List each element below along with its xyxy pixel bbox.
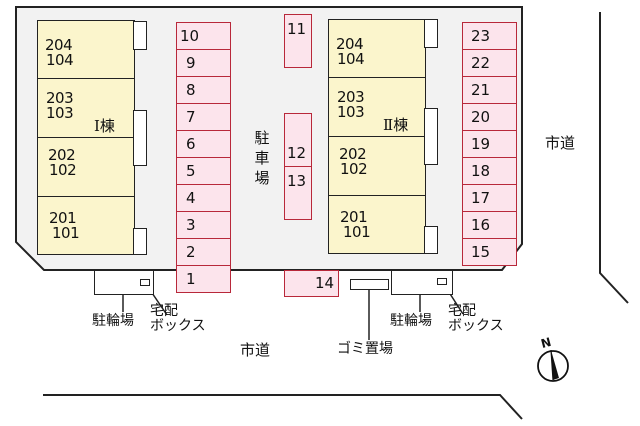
- parking-lot: 10: [176, 22, 231, 50]
- unit-upper-number: 204: [336, 35, 364, 53]
- parking-lot: 15: [462, 238, 517, 266]
- south-road-label: 市道: [240, 341, 271, 359]
- garbage-station: [350, 279, 389, 290]
- lot-number: 17: [471, 189, 491, 207]
- parking-lot: 7: [176, 103, 231, 131]
- parking-lot: 19: [462, 130, 517, 158]
- bicycle-parking-2-label: 駐輪場: [390, 313, 432, 329]
- unit-lower-number: 103: [337, 103, 365, 121]
- parking-lot: 6: [176, 130, 231, 158]
- unit-204-104: 204 104: [37, 20, 135, 80]
- lot-number: 23: [471, 27, 491, 45]
- lot-number: 3: [186, 216, 196, 234]
- parking-lot: 22: [462, 49, 517, 77]
- parking-area-label: 駐 車 場: [254, 129, 270, 187]
- lot-number: 13: [287, 172, 307, 190]
- balcony-tab: [133, 21, 147, 50]
- lot-number: 18: [471, 162, 491, 180]
- lot-number: 11: [287, 20, 307, 38]
- lot-number: 4: [186, 189, 196, 207]
- lot-number: 7: [186, 108, 196, 126]
- unit-upper-number: 204: [45, 36, 73, 54]
- parking-lot: 16: [462, 211, 517, 239]
- parking-lot-14: 14: [284, 270, 339, 297]
- delivery-box-1-label: 宅配 ボックス: [150, 303, 206, 334]
- lot-number: 22: [471, 54, 491, 72]
- parking-lot: 3: [176, 211, 231, 239]
- lot-number: 10: [180, 27, 200, 45]
- balcony-tab: [424, 108, 438, 165]
- building-1-label: Ⅰ棟: [94, 117, 115, 135]
- unit-202-102: 202 102: [37, 137, 135, 198]
- lot-number: 15: [471, 243, 491, 261]
- parking-lot: 17: [462, 184, 517, 212]
- garbage-station-label: ゴミ置場: [337, 341, 393, 357]
- delivery-box-2-label: 宅配 ボックス: [448, 303, 504, 334]
- unit-upper-number: 203: [337, 88, 365, 106]
- unit-lower-number: 101: [343, 223, 371, 241]
- parking-lot: 9: [176, 49, 231, 77]
- lot-number: 19: [471, 135, 491, 153]
- north-arrow-icon: [537, 349, 569, 382]
- unit-upper-number: 201: [49, 209, 77, 227]
- lot-number: 8: [186, 81, 196, 99]
- lot-number: 20: [471, 108, 491, 126]
- lot-number: 9: [186, 54, 196, 72]
- balcony-tab: [424, 19, 438, 48]
- bicycle-parking-1-label: 駐輪場: [92, 313, 134, 329]
- delivery-box-2: [437, 278, 447, 285]
- lot-number: 2: [186, 243, 196, 261]
- east-road-label: 市道: [545, 134, 576, 152]
- unit-upper-number: 202: [48, 146, 76, 164]
- unit-upper-number: 202: [339, 145, 367, 163]
- lot-number: 5: [186, 162, 196, 180]
- lot-number: 12: [287, 144, 307, 162]
- unit-203-103: 203 103 Ⅰ棟: [37, 78, 135, 139]
- building-2-label: Ⅱ棟: [383, 116, 409, 134]
- balcony-tab: [133, 228, 147, 255]
- unit-lower-number: 104: [337, 50, 365, 68]
- parking-lot: 20: [462, 103, 517, 131]
- unit-201-101: 201 101: [328, 195, 426, 254]
- unit-204-104: 204 104: [328, 19, 426, 79]
- lot-number: 14: [315, 274, 335, 292]
- parking-lot: 23: [462, 22, 517, 50]
- east-road-edge: [599, 12, 629, 304]
- parking-lot: 21: [462, 76, 517, 104]
- balcony-tab: [133, 110, 147, 166]
- parking-lot-13: 13: [284, 166, 312, 220]
- lot-number: 21: [471, 81, 491, 99]
- unit-lower-number: 102: [340, 160, 368, 178]
- unit-lower-number: 103: [46, 104, 74, 122]
- south-road-edge: [43, 394, 523, 420]
- parking-lot: 18: [462, 157, 517, 185]
- unit-upper-number: 201: [340, 208, 368, 226]
- unit-203-103: 203 103 Ⅱ棟: [328, 77, 426, 138]
- parking-lot: 2: [176, 238, 231, 266]
- parking-lot: 8: [176, 76, 231, 104]
- lot-number: 16: [471, 216, 491, 234]
- lot-number: 6: [186, 135, 196, 153]
- unit-upper-number: 203: [46, 89, 74, 107]
- parking-lot: 4: [176, 184, 231, 212]
- unit-lower-number: 101: [52, 224, 80, 242]
- parking-lot: 1: [176, 265, 231, 293]
- unit-lower-number: 104: [46, 51, 74, 69]
- delivery-box-1: [140, 279, 150, 286]
- unit-202-102: 202 102: [328, 136, 426, 197]
- balcony-tab: [424, 226, 438, 254]
- unit-lower-number: 102: [49, 161, 77, 179]
- parking-lot-12: 12: [284, 113, 312, 167]
- parking-lot: 5: [176, 157, 231, 185]
- lot-number: 1: [186, 270, 196, 288]
- parking-lot-11: 11: [284, 14, 312, 68]
- unit-201-101: 201 101: [37, 196, 135, 255]
